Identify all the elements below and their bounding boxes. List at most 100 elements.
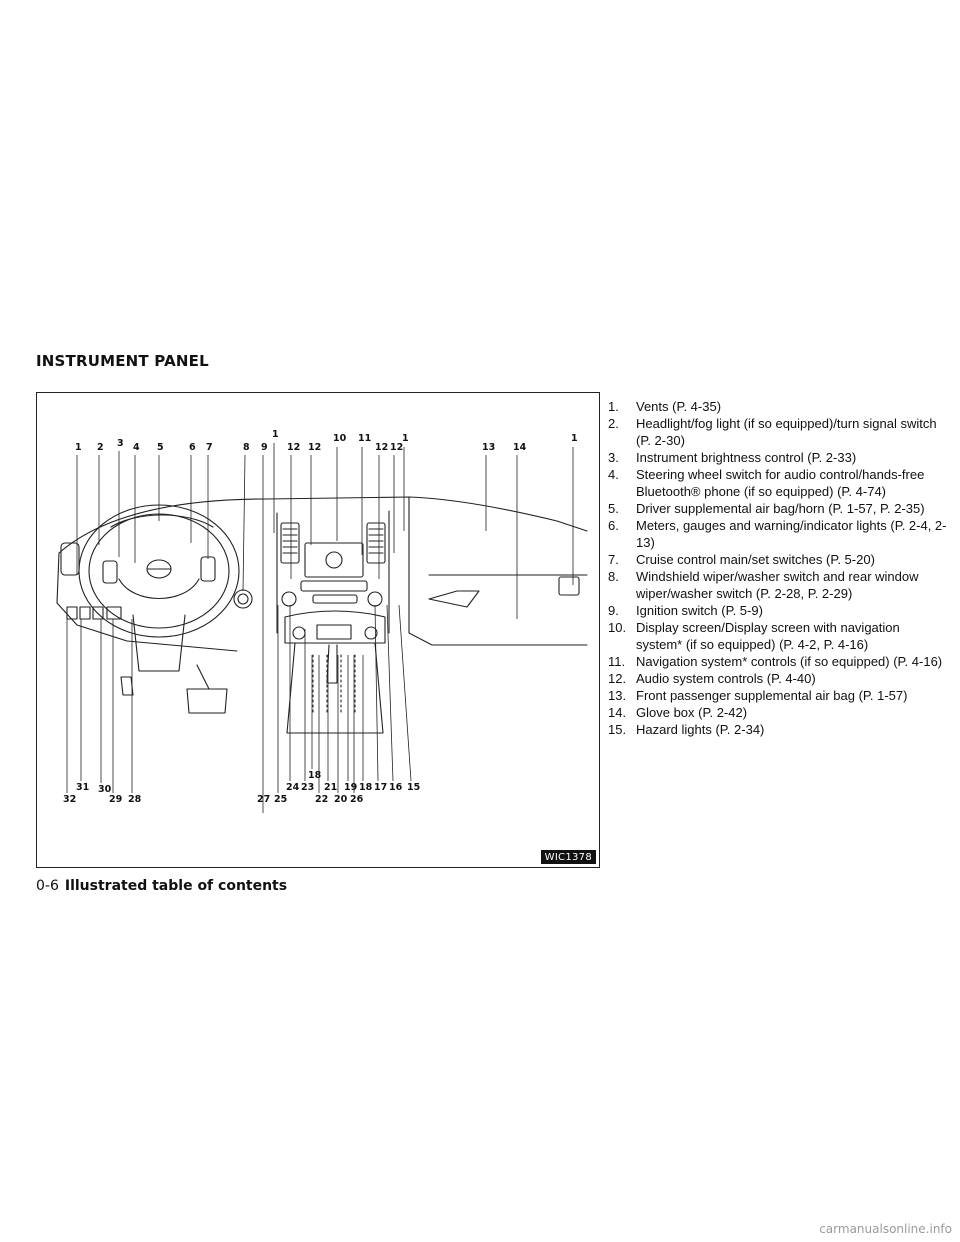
item-text: Meters, gauges and warning/indicator lig… xyxy=(636,518,947,550)
item-number: 3. xyxy=(608,450,619,465)
callout-label: 18 xyxy=(359,782,373,793)
callout-label: 10 xyxy=(333,433,347,444)
callout-label: 30 xyxy=(98,784,112,795)
callout-label: 12 xyxy=(390,442,403,453)
figure-code: WIC1378 xyxy=(540,850,596,864)
contents-item: 15.Hazard lights (P. 2-34) xyxy=(608,721,948,738)
dash-left-lower xyxy=(56,552,238,652)
steering-wheel-hub xyxy=(118,578,200,599)
contents-item: 7. Cruise control main/set switches (P. 5… xyxy=(608,551,948,568)
navigation-controller xyxy=(325,551,343,569)
callout-label: 1 xyxy=(402,433,409,444)
callout-label: 23 xyxy=(301,782,314,793)
callout-label: 17 xyxy=(374,782,387,793)
item-number: 6. xyxy=(608,518,619,533)
accelerator-pedal xyxy=(186,688,228,714)
contents-item: 2. Headlight/fog light (if so equipped)/t… xyxy=(608,415,948,449)
item-text: Glove box (P. 2-42) xyxy=(636,705,748,720)
callout-label: 9 xyxy=(261,442,268,453)
callout-label: 12 xyxy=(287,442,300,453)
center-vent-right xyxy=(366,522,386,564)
glove-box-handle xyxy=(428,590,480,608)
item-text: Windshield wiper/washer switch and rear … xyxy=(636,569,919,601)
item-text: Cruise control main/set switches (P. 5-2… xyxy=(636,552,875,567)
callout-label: 11 xyxy=(358,433,371,444)
callout-label: 1 xyxy=(75,442,82,453)
callout-label: 7 xyxy=(206,442,213,453)
climate-display xyxy=(316,624,352,640)
callout-label: 6 xyxy=(189,442,196,453)
item-number: 4. xyxy=(608,467,619,482)
item-text: Instrument brightness control (P. 2-33) xyxy=(636,450,857,465)
item-number: 13. xyxy=(608,688,627,703)
contents-item: 10. Display screen/Display screen with na… xyxy=(608,619,948,653)
callout-label: 27 xyxy=(257,794,270,805)
contents-item: 4. Steering wheel switch for audio contro… xyxy=(608,466,948,500)
callout-label: 12 xyxy=(375,442,388,453)
left-side-vent xyxy=(60,542,80,576)
shift-lever xyxy=(326,644,338,684)
contents-item: 12.Audio system controls (P. 4-40) xyxy=(608,670,948,687)
callout-label: 32 xyxy=(63,794,76,805)
item-number: 8. xyxy=(608,569,619,584)
meter-hood xyxy=(110,514,214,528)
callout-label: 29 xyxy=(109,794,122,805)
page-number: 0-6 xyxy=(36,878,59,894)
callout-label: 20 xyxy=(334,794,348,805)
callout-label: 5 xyxy=(157,442,164,453)
audio-knob-right xyxy=(367,591,383,607)
passenger-side-vent xyxy=(558,576,580,596)
callout-label: 2 xyxy=(97,442,104,453)
item-text: Navigation system* controls (if so equip… xyxy=(636,654,943,669)
item-text: Vents (P. 4-35) xyxy=(636,399,722,414)
item-text: Headlight/fog light (if so equipped)/tur… xyxy=(636,416,937,448)
climate-panel xyxy=(284,610,386,644)
audio-controls xyxy=(300,580,368,592)
callout-label: 26 xyxy=(350,794,364,805)
callout-label: 4 xyxy=(133,442,140,453)
callout-label: 16 xyxy=(389,782,403,793)
item-text: Steering wheel switch for audio control/… xyxy=(636,467,925,499)
callout-label: 22 xyxy=(315,794,328,805)
callout-label: 24 xyxy=(286,782,300,793)
callout-label: 31 xyxy=(76,782,89,793)
contents-item: 9. Ignition switch (P. 5-9) xyxy=(608,602,948,619)
callout-label: 13 xyxy=(482,442,495,453)
item-number: 10. xyxy=(608,620,627,635)
item-number: 14. xyxy=(608,705,627,720)
contents-list: 1.Vents (P. 4-35)2. Headlight/fog light (… xyxy=(608,398,948,738)
callout-label: 3 xyxy=(117,438,124,449)
steering-column xyxy=(132,614,186,672)
item-number: 7. xyxy=(608,552,619,567)
center-console xyxy=(286,642,384,734)
item-text: Ignition switch (P. 5-9) xyxy=(636,603,763,618)
item-text: Display screen/Display screen with navig… xyxy=(636,620,900,652)
audio-knob-left xyxy=(281,591,297,607)
callout-label: 8 xyxy=(243,442,250,453)
item-text: Front passenger supplemental air bag (P.… xyxy=(636,688,908,703)
left-spoke-switches xyxy=(102,560,118,584)
callout-label: 21 xyxy=(324,782,337,793)
item-number: 2. xyxy=(608,416,619,431)
contents-item: 11.Navigation system* controls (if so eq… xyxy=(608,653,948,670)
dash-right-lower xyxy=(408,496,588,646)
contents-item: 1.Vents (P. 4-35) xyxy=(608,398,948,415)
callout-label: 1 xyxy=(272,429,279,440)
item-number: 9. xyxy=(608,603,619,618)
item-text: Audio system controls (P. 4-40) xyxy=(636,671,816,686)
callout-label: 28 xyxy=(128,794,142,805)
right-spoke-switches xyxy=(200,556,216,582)
contents-item: 14. Glove box (P. 2-42) xyxy=(608,704,948,721)
item-text: Driver supplemental air bag/horn (P. 1-5… xyxy=(636,501,925,516)
dash-top-edge xyxy=(58,496,588,554)
callout-label: 12 xyxy=(308,442,321,453)
callout-label: 15 xyxy=(407,782,420,793)
contents-item: 8. Windshield wiper/washer switch and rea… xyxy=(608,568,948,602)
watermark: carmanualsonline.info xyxy=(819,1222,952,1236)
item-text: Hazard lights (P. 2-34) xyxy=(636,722,765,737)
lower-switch xyxy=(66,606,78,620)
callout-label: 1 xyxy=(571,433,578,444)
dashboard-illustration: 1234567891121210111212113141313032292827… xyxy=(56,429,588,813)
contents-item: 13. Front passenger supplemental air bag … xyxy=(608,687,948,704)
